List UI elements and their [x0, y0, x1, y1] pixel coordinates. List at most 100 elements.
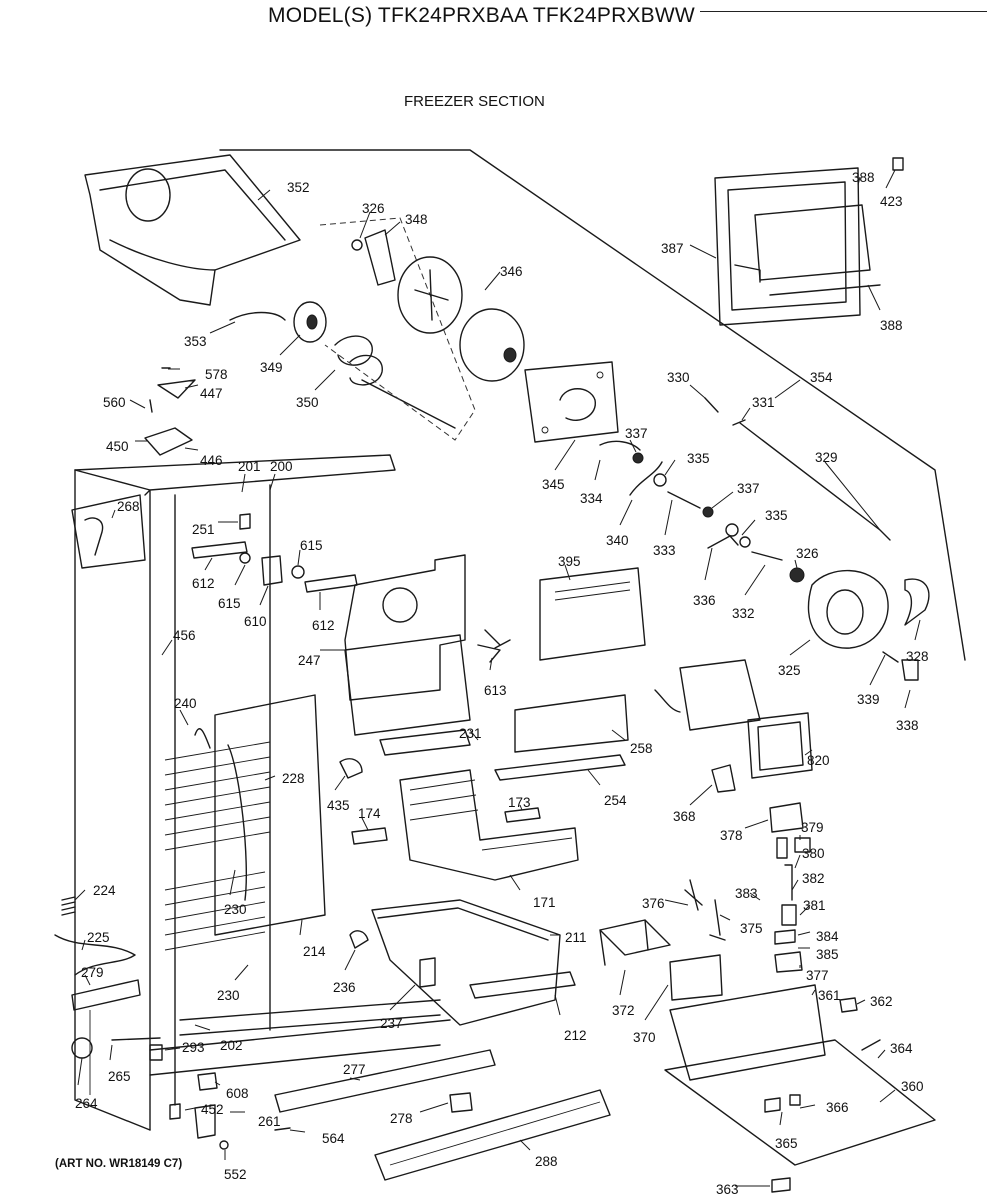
part-number-label: 423	[880, 194, 903, 209]
part-number-label: 277	[343, 1062, 366, 1077]
kick-plate-parts	[274, 1049, 611, 1181]
part-number-label: 456	[173, 628, 196, 643]
motor-325	[807, 569, 930, 681]
panel-395	[539, 567, 646, 661]
leader-line	[799, 904, 811, 916]
part-number-label: 279	[81, 965, 104, 980]
leader-line	[811, 989, 816, 996]
leader-line	[389, 984, 416, 1011]
part-number-label: 379	[801, 820, 824, 835]
leader-line	[799, 1104, 816, 1109]
auger-assembly	[229, 217, 476, 441]
basket-211	[349, 899, 576, 1026]
part-number-label: 264	[75, 1096, 98, 1111]
part-number-label: 612	[312, 618, 335, 633]
gear-train	[599, 397, 891, 583]
leader-line	[519, 1139, 531, 1151]
leader-line	[744, 564, 766, 596]
part-number-label: 331	[752, 395, 775, 410]
leader-line	[194, 1024, 211, 1031]
left-lower-parts	[54, 896, 441, 1061]
part-number-label: 237	[380, 1016, 403, 1031]
part-number-label: 349	[260, 360, 283, 375]
leader-line	[877, 1049, 886, 1059]
bracket-345	[524, 361, 619, 443]
part-number-label: 230	[217, 988, 240, 1003]
leader-line	[84, 974, 91, 986]
part-number-label: 335	[765, 508, 788, 523]
ice-bucket-352	[84, 154, 301, 306]
part-number-labels: 3523263483463884233873883533493505784475…	[74, 169, 929, 1197]
part-number-label: 225	[87, 930, 110, 945]
part-number-label: 171	[533, 895, 556, 910]
bottom-left-small-parts	[169, 1072, 229, 1150]
part-number-label: 346	[500, 264, 523, 279]
part-number-label: 258	[630, 741, 653, 756]
leader-line	[779, 1111, 783, 1126]
leader-line	[741, 519, 756, 536]
part-number-label: 231	[459, 726, 482, 741]
part-number-label: 247	[298, 653, 321, 668]
leader-line	[856, 999, 866, 1005]
part-number-label: 352	[287, 180, 310, 195]
part-number-label: 230	[224, 902, 247, 917]
part-number-label: 613	[484, 683, 507, 698]
part-number-label: 388	[852, 170, 875, 185]
leader-line	[234, 964, 249, 981]
leader-line	[179, 709, 189, 726]
leader-line	[564, 564, 571, 581]
leader-line	[914, 619, 921, 641]
leader-line	[619, 969, 626, 996]
part-number-label: 293	[182, 1040, 205, 1055]
leader-line	[519, 804, 523, 811]
part-number-label: 174	[358, 806, 381, 821]
leader-line	[484, 271, 501, 291]
leader-line	[359, 211, 371, 239]
leader-line	[259, 585, 269, 606]
part-number-label: 383	[735, 886, 758, 901]
leader-line	[594, 459, 601, 481]
page-title: MODEL(S) TFK24PRXBAA TFK24PRXBWW	[268, 4, 695, 27]
leader-line	[299, 919, 303, 936]
part-number-label: 202	[220, 1038, 243, 1053]
part-number-label: 325	[778, 663, 801, 678]
part-number-label: 452	[201, 1102, 224, 1117]
leader-line	[184, 1107, 196, 1111]
leader-line	[885, 169, 896, 189]
part-number-label: 278	[390, 1111, 413, 1126]
leader-line	[711, 491, 734, 509]
leader-line	[509, 874, 521, 891]
part-number-label: 201	[238, 459, 261, 474]
part-number-label: 339	[857, 692, 880, 707]
part-number-label: 385	[816, 947, 839, 962]
leader-line	[229, 869, 236, 896]
part-number-label: 214	[303, 944, 326, 959]
part-number-label: 377	[806, 968, 829, 983]
leader-line	[384, 221, 401, 236]
leader-line	[554, 994, 561, 1016]
part-number-label: 578	[205, 367, 228, 382]
part-number-label: 365	[775, 1136, 798, 1151]
part-number-label: 395	[558, 554, 581, 569]
title-rule	[700, 11, 987, 12]
part-number-label: 610	[244, 614, 267, 629]
lower-assembly	[599, 919, 936, 1193]
part-number-label: 330	[667, 370, 690, 385]
part-number-label: 372	[612, 1003, 635, 1018]
leader-line	[269, 473, 276, 491]
part-number-label: 328	[906, 649, 929, 664]
part-number-label: 265	[108, 1069, 131, 1084]
leader-line	[111, 509, 116, 519]
part-number-label: 560	[103, 395, 126, 410]
leader-line	[184, 447, 199, 451]
dispenser-door-387	[714, 157, 904, 326]
leader-line	[314, 369, 336, 391]
part-number-label: 224	[93, 883, 116, 898]
leader-line	[664, 459, 676, 476]
leader-line	[689, 784, 713, 806]
leader-line	[689, 384, 706, 399]
part-number-label: 337	[625, 426, 648, 441]
part-number-label: 615	[218, 596, 241, 611]
